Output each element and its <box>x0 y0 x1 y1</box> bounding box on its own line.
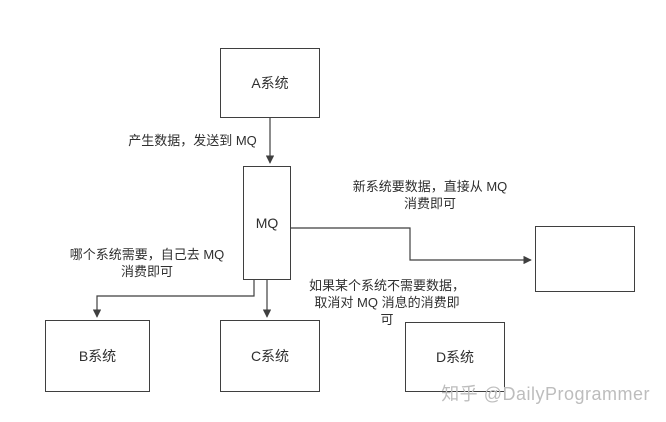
node-mq-label: MQ <box>255 215 279 231</box>
node-new-system <box>535 226 635 292</box>
label-produce-data: 产生数据，发送到 MQ <box>128 133 257 148</box>
label-cancel-consumption: 如果某个系统不需要数据， 取消对 MQ 消息的消费即 可 <box>308 278 465 327</box>
arrow-mq-to-b <box>92 280 255 318</box>
label-new-system-consume: 新系统要数据，直接从 MQ 消费即可 <box>352 179 508 211</box>
node-system-d: D系统 <box>405 322 505 392</box>
node-mq: MQ <box>243 166 291 280</box>
arrow-mq-to-new-system <box>291 227 532 265</box>
node-system-a-label: A系统 <box>251 75 289 91</box>
node-system-b-label: B系统 <box>78 348 117 364</box>
watermark-zhihu-dailyprogrammer: 知乎 @DailyProgrammer <box>441 384 650 404</box>
node-system-c: C系统 <box>220 320 320 392</box>
label-consume-from-mq-b: 哪个系统需要，自己去 MQ 消费即可 <box>69 247 225 279</box>
node-system-c-label: C系统 <box>250 348 290 364</box>
node-system-a: A系统 <box>220 48 320 118</box>
node-system-d-label: D系统 <box>435 349 475 365</box>
node-system-b: B系统 <box>45 320 150 392</box>
